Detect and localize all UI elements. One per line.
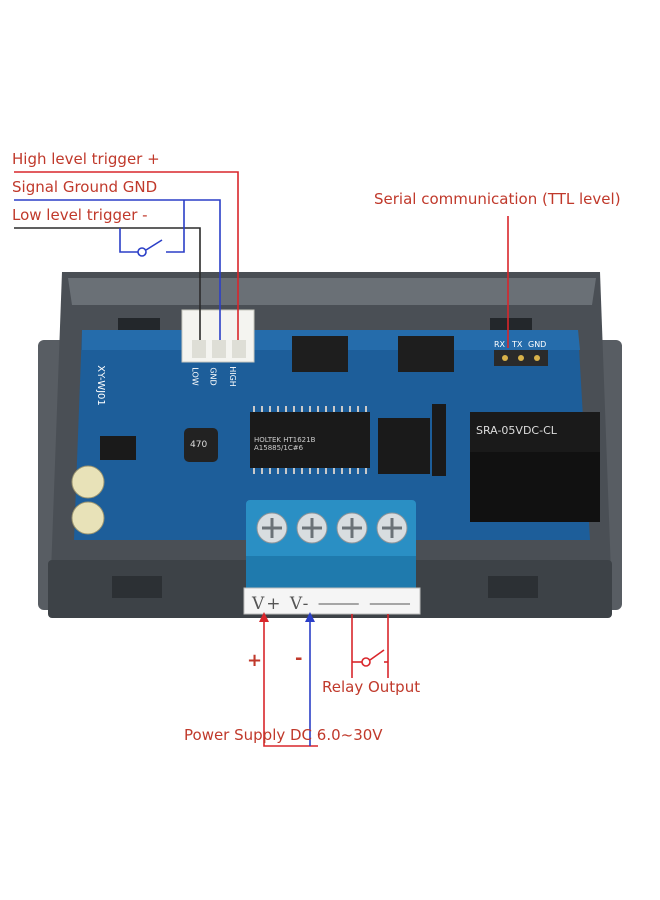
label-serial: Serial communication (TTL level) — [374, 190, 621, 208]
serial-pin-tx: TX — [512, 340, 523, 349]
relay-marking: SRA-05VDC-CL — [476, 424, 557, 437]
pin-low: LOW — [190, 367, 200, 386]
pin-gnd: GND — [208, 367, 218, 386]
mcu-chip — [378, 418, 430, 474]
serial-pin-rx: RX — [494, 340, 506, 349]
chip-marking: HOLTEK HT1621B A15885/1C#6 — [254, 436, 316, 452]
switch-input — [137, 247, 147, 257]
optocoupler-2 — [398, 336, 454, 372]
inductor — [184, 428, 218, 462]
wire-high — [14, 171, 239, 340]
holtek-chip — [250, 412, 370, 468]
label-power-supply: Power Supply DC 6.0~30V — [184, 726, 383, 744]
board-model: XY-WJ01 — [94, 365, 106, 406]
label-plus: + — [247, 650, 263, 671]
label-low-trigger: Low level trigger - — [12, 206, 148, 224]
pin-header — [432, 404, 446, 476]
case-back-wall — [68, 278, 596, 305]
pin-high: HIGH — [227, 366, 237, 387]
inductor-marking: 470 — [190, 440, 208, 450]
label-minus: - — [295, 648, 303, 669]
wire-low — [14, 227, 201, 340]
terminal-marks: V+ V- ⸻ ⸻ — [252, 594, 413, 614]
wire-power-plus — [263, 614, 318, 747]
label-signal-ground: Signal Ground GND — [12, 178, 158, 196]
label-relay-output: Relay Output — [322, 678, 421, 696]
regulator-ic — [100, 436, 136, 460]
serial-pin-gnd: GND — [528, 340, 547, 349]
capacitor-bottom — [71, 501, 105, 535]
capacitor-top — [71, 465, 105, 499]
wire-gnd — [14, 199, 221, 340]
case-slot-left — [112, 576, 162, 598]
optocoupler-1 — [292, 336, 348, 372]
label-high-trigger: High level trigger + — [12, 150, 160, 168]
case-slot-right — [488, 576, 538, 598]
switch-relay — [361, 657, 371, 667]
terminal-label-strip — [243, 587, 421, 615]
